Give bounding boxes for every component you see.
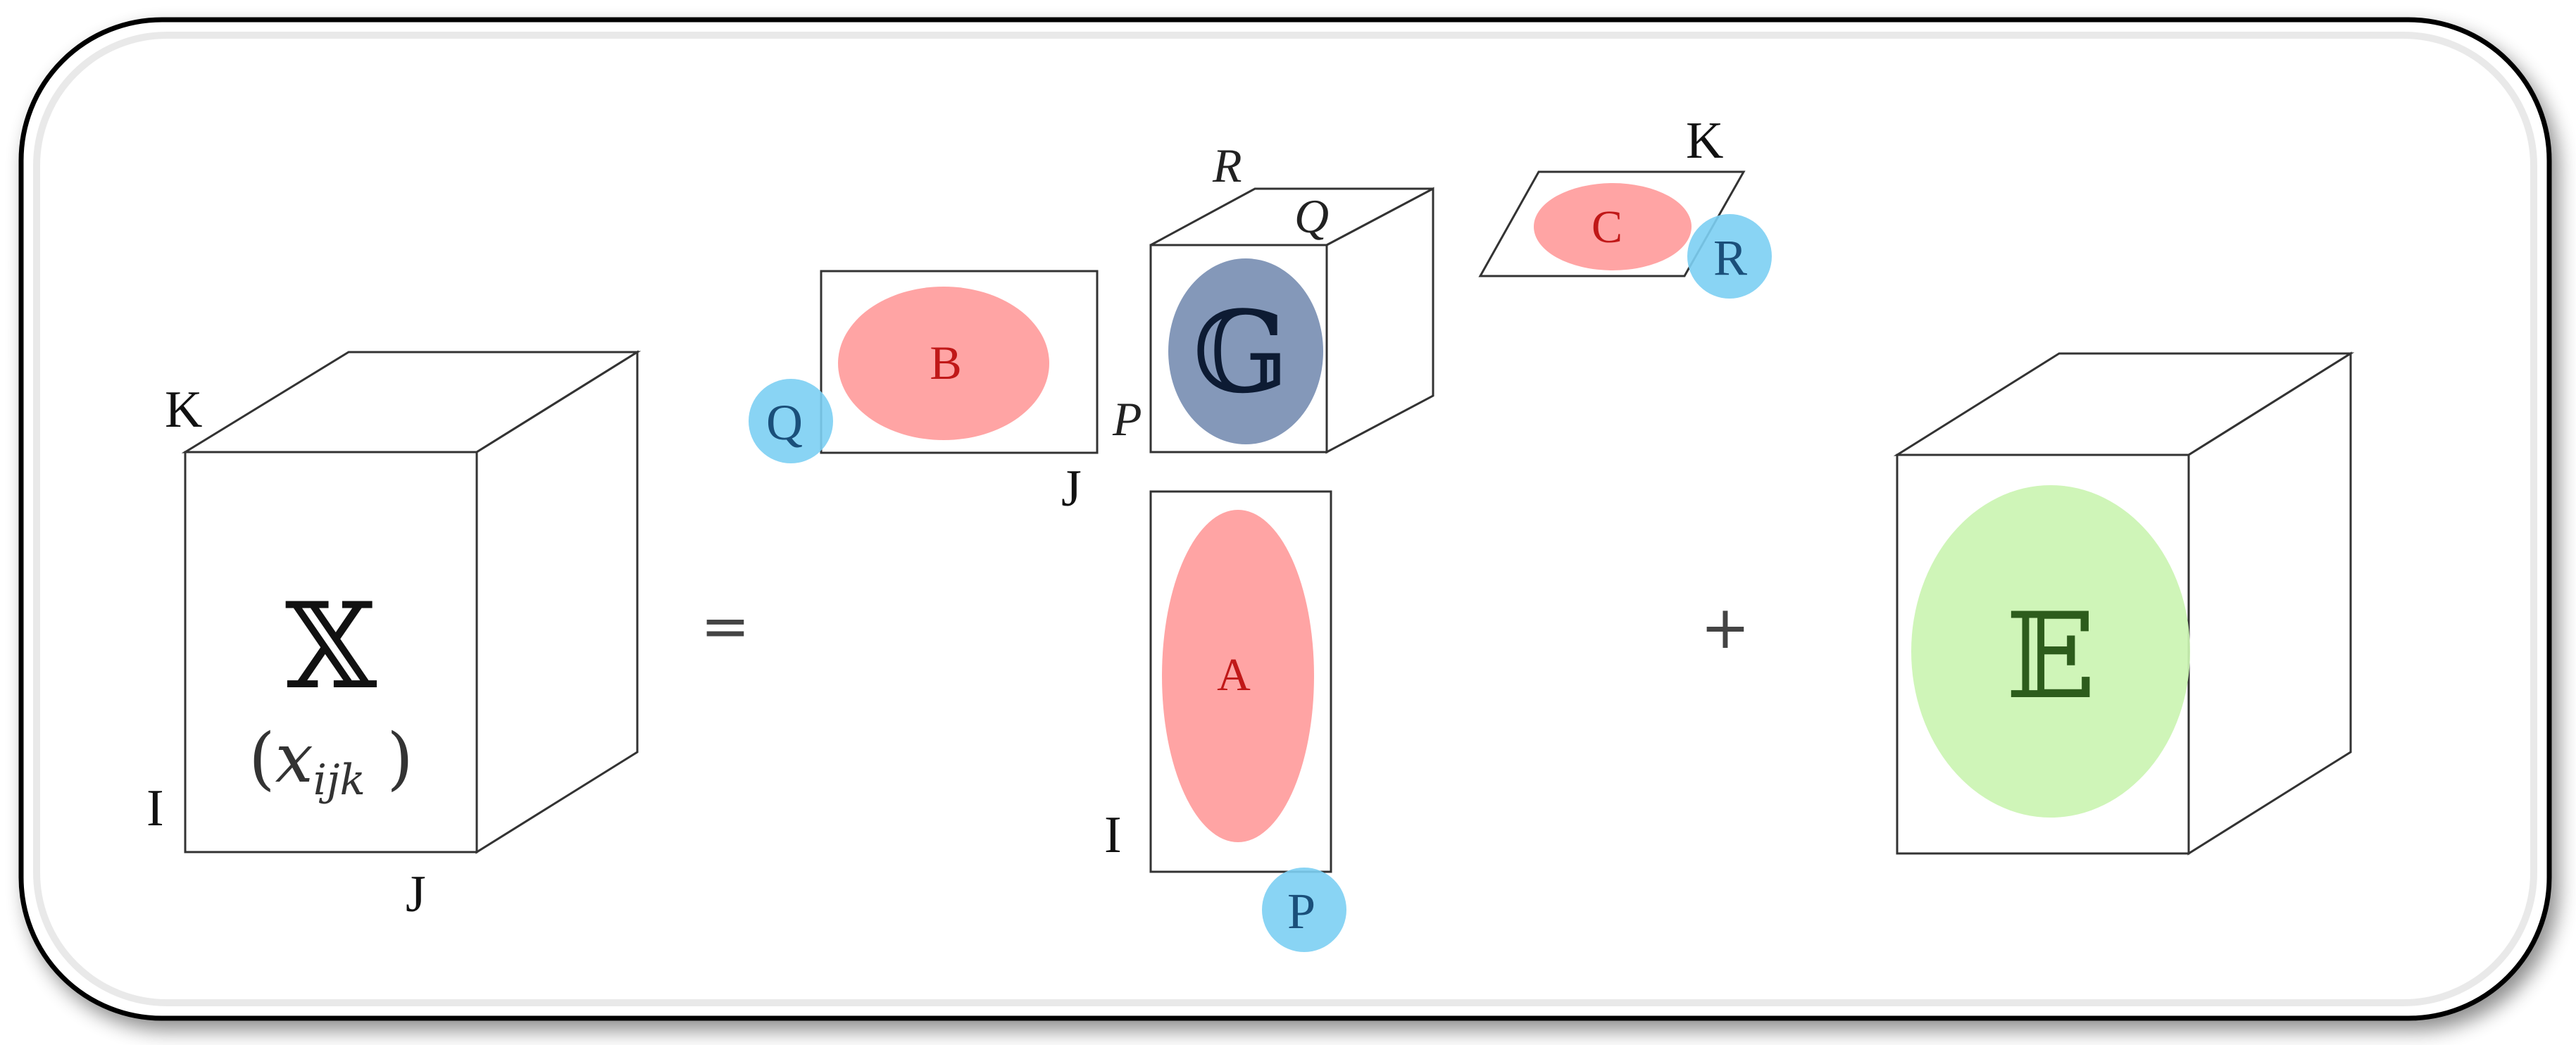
matrix-c-dim-r: R xyxy=(1713,230,1747,286)
core-g-dim-q: Q xyxy=(1294,189,1329,243)
diagram-frame-inner-gloss xyxy=(33,32,2537,1006)
matrix-b-label: B xyxy=(930,336,961,389)
matrix-a-highlight xyxy=(1162,510,1314,842)
matrix-a-dim-i: I xyxy=(1104,806,1122,864)
core-g-symbol: 𝔾 xyxy=(1193,287,1289,418)
tensor-x-front-face xyxy=(184,451,478,853)
core-g-highlight xyxy=(1168,258,1323,444)
matrix-b-dim-j: J xyxy=(1061,460,1082,518)
tensor-x-dim-i: I xyxy=(146,780,164,837)
matrix-c-label: C xyxy=(1592,201,1622,253)
tensor-x-element: (xijk ) xyxy=(249,719,413,805)
plus-sign: + xyxy=(1701,593,1750,662)
error-e-highlight xyxy=(1911,485,2190,818)
matrix-c-highlight xyxy=(1534,183,1692,270)
rank-q-circle xyxy=(749,379,833,463)
tensor-x-cube xyxy=(181,350,642,854)
equals-sign: = xyxy=(701,592,750,661)
tensor-x-dim-j: J xyxy=(406,865,426,923)
tensor-x-symbol: 𝕏 xyxy=(285,577,377,715)
tensor-x-dim-k: K xyxy=(165,381,202,439)
matrix-a-dim-p: P xyxy=(1287,883,1315,939)
matrix-a-label: A xyxy=(1217,649,1251,701)
core-g-dim-r: R xyxy=(1212,139,1242,192)
rank-p-circle xyxy=(1262,868,1346,952)
matrix-b-highlight xyxy=(838,287,1049,440)
matrix-c-dim-k: K xyxy=(1686,112,1723,170)
core-g-dim-p: P xyxy=(1112,392,1142,446)
error-e-symbol: 𝔼 xyxy=(2006,587,2096,725)
rank-r-circle xyxy=(1687,214,1772,299)
matrix-b-dim-q: Q xyxy=(766,394,803,451)
